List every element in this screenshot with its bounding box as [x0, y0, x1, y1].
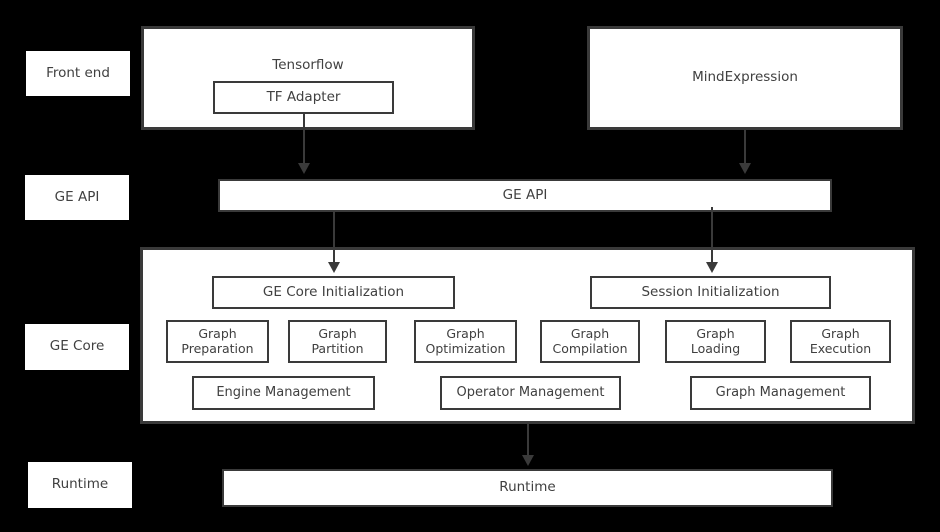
connector-ge-api-to-ge-core-initialization	[333, 212, 335, 263]
stage-label-front-end-text: Front end	[46, 64, 110, 81]
module-graph-optimization[interactable]: Graph Optimization	[414, 320, 517, 363]
management-graph-label: Graph Management	[715, 385, 846, 401]
ge-core-initialization-label: GE Core Initialization	[262, 283, 405, 300]
session-initialization-label: Session Initialization	[641, 283, 780, 300]
tensorflow-title: Tensorflow	[272, 57, 344, 73]
management-engine-label: Engine Management	[216, 385, 351, 401]
tf-adapter-label: TF Adapter	[266, 88, 341, 105]
stage-label-front-end: Front end	[26, 51, 130, 96]
stage-label-ge-api: GE API	[25, 175, 129, 220]
module-graph-compilation[interactable]: Graph Compilation	[540, 320, 640, 363]
module-graph-loading-label: Graph Loading	[690, 325, 741, 356]
arrowhead-mindexpression-to-ge-api	[739, 163, 751, 174]
stage-label-runtime: Runtime	[28, 462, 132, 508]
runtime-bar-label: Runtime	[499, 479, 556, 496]
stage-label-ge-api-text: GE API	[54, 188, 100, 205]
management-operator-label: Operator Management	[456, 385, 605, 401]
ge-api-bar-label: GE API	[502, 186, 548, 203]
management-graph[interactable]: Graph Management	[690, 376, 871, 410]
tf-adapter-box[interactable]: TF Adapter	[213, 81, 394, 114]
module-graph-execution[interactable]: Graph Execution	[790, 320, 891, 363]
arrowhead-tf-adapter-to-ge-api	[298, 163, 310, 174]
module-graph-preparation[interactable]: Graph Preparation	[166, 320, 269, 363]
connector-tf-adapter-to-ge-api	[303, 114, 305, 164]
arrowhead-ge-api-to-ge-core-initialization	[328, 262, 340, 273]
frontend-mindexpression-container: MindExpression	[587, 26, 903, 130]
ge-core-initialization-box[interactable]: GE Core Initialization	[212, 276, 455, 309]
runtime-bar[interactable]: Runtime	[222, 469, 833, 507]
connector-ge-core-to-runtime	[527, 424, 529, 456]
module-graph-partition[interactable]: Graph Partition	[288, 320, 387, 363]
module-graph-preparation-label: Graph Preparation	[181, 325, 254, 356]
module-graph-optimization-label: Graph Optimization	[425, 325, 506, 356]
connector-mindexpression-to-ge-api	[744, 130, 746, 164]
module-graph-loading[interactable]: Graph Loading	[665, 320, 766, 363]
mindexpression-title: MindExpression	[692, 69, 798, 86]
frontend-tensorflow-container: Tensorflow	[141, 26, 475, 130]
stage-label-runtime-text: Runtime	[51, 476, 109, 493]
ge-api-bar[interactable]: GE API	[218, 179, 832, 212]
connector-ge-api-to-session-initialization	[711, 207, 713, 263]
session-initialization-box[interactable]: Session Initialization	[590, 276, 831, 309]
module-graph-execution-label: Graph Execution	[809, 325, 872, 356]
arrowhead-ge-core-to-runtime	[522, 455, 534, 466]
stage-label-ge-core-text: GE Core	[49, 338, 105, 355]
module-graph-partition-label: Graph Partition	[311, 325, 364, 356]
arrowhead-ge-api-to-session-initialization	[706, 262, 718, 273]
management-engine[interactable]: Engine Management	[192, 376, 375, 410]
management-operator[interactable]: Operator Management	[440, 376, 621, 410]
stage-label-ge-core: GE Core	[25, 324, 129, 370]
module-graph-compilation-label: Graph Compilation	[552, 325, 628, 356]
